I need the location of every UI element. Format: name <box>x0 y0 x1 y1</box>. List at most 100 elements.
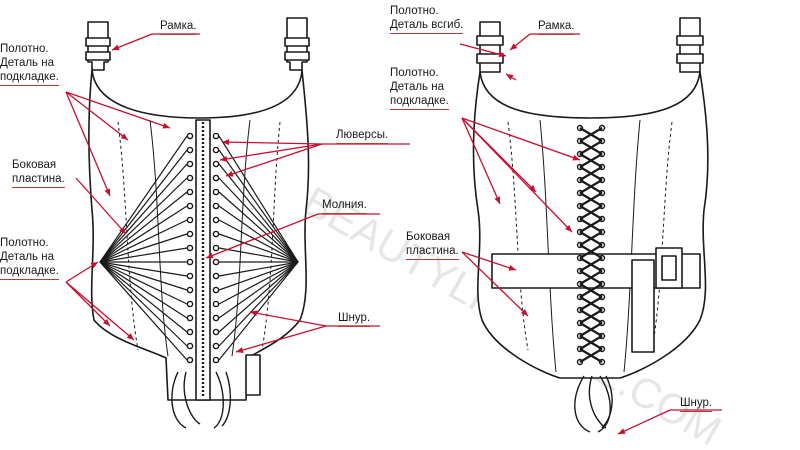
lace-strand <box>218 177 299 263</box>
lace-strand <box>99 261 188 277</box>
left-buckle-l <box>85 37 111 47</box>
lace-cross <box>579 296 603 311</box>
lace-strand <box>218 219 299 263</box>
arrowhead <box>104 188 111 196</box>
eyelet <box>186 300 194 308</box>
arrowhead <box>226 170 234 177</box>
label-left-side-panel: Боковая пластина. <box>12 158 65 188</box>
eyelet <box>212 272 220 280</box>
lace-strand <box>99 261 188 291</box>
lace-strand <box>99 261 188 333</box>
lace-strand <box>218 233 299 263</box>
lace-cross <box>579 283 603 298</box>
eyelet <box>186 146 194 154</box>
lace-cross <box>579 153 603 168</box>
eyelet <box>212 216 220 224</box>
label-left-fabric-top-1: Полотно. <box>0 43 49 55</box>
lace-strand <box>99 205 188 263</box>
lace-cross <box>579 348 603 363</box>
lace-strand <box>99 261 188 361</box>
label-left-zipper: Молния. <box>322 198 367 214</box>
label-right-side-panel: Боковая пластина. <box>406 230 459 260</box>
lace-cross <box>579 179 603 194</box>
right-strap-l <box>479 21 501 73</box>
arrowhead <box>572 154 580 161</box>
eyelet <box>186 174 194 182</box>
arrowhead <box>520 308 528 316</box>
lace-strand <box>218 149 299 263</box>
label-left-fabric-mid-1: Полотно. <box>0 237 49 249</box>
arrowhead <box>102 318 110 326</box>
label-right-fabric-lining-2: Деталь на <box>390 81 444 93</box>
arrowhead <box>222 139 230 146</box>
arrowhead <box>112 44 120 51</box>
label-left-frame: Рамка. <box>160 19 197 35</box>
label-left-frame-text: Рамка. <box>160 19 197 35</box>
arrowhead <box>206 252 214 259</box>
lace-strand <box>99 261 188 319</box>
lace-cross <box>579 192 603 207</box>
lace-cross <box>579 205 603 220</box>
lace-strand <box>218 261 299 361</box>
left-buckle-r <box>284 37 310 47</box>
label-right-side-panel-2: пластина. <box>406 244 459 260</box>
lace-strand <box>99 261 188 305</box>
label-left-fabric-top-3: подкладке. <box>0 70 59 86</box>
lace-strand <box>99 149 188 263</box>
label-left-eyelets-text: Люверсы. <box>336 128 389 144</box>
label-right-lace-text: Шнур. <box>680 396 713 412</box>
lace-strand <box>218 261 299 347</box>
arrowhead <box>506 74 514 81</box>
lace-strand <box>218 163 299 263</box>
eyelet <box>212 202 220 210</box>
label-left-fabric-mid: Полотно. Деталь на подкладке. <box>0 236 59 280</box>
lace-cross <box>579 309 603 324</box>
eyelet <box>212 342 220 350</box>
lace-strand <box>218 261 299 319</box>
eyelet <box>186 342 194 350</box>
label-left-side-panel-1: Боковая <box>12 159 57 171</box>
left-corset <box>85 17 310 401</box>
label-right-lace: Шнур. <box>680 396 713 412</box>
lace-strand <box>218 191 299 263</box>
arrowhead <box>119 226 126 234</box>
eyelet <box>212 356 220 364</box>
eyelet <box>186 314 194 322</box>
label-right-frame-text: Рамка. <box>538 19 575 35</box>
lace-cross <box>579 166 603 181</box>
eyelet <box>212 188 220 196</box>
arrowhead <box>618 428 626 434</box>
label-right-frame: Рамка. <box>538 19 575 35</box>
lace-strand <box>99 261 188 347</box>
lace-strand <box>99 247 188 263</box>
arrowhead <box>126 333 134 340</box>
lace-strand <box>218 247 299 263</box>
lace-strand <box>218 261 299 291</box>
lace-cross <box>579 218 603 233</box>
lace-strand <box>218 205 299 263</box>
left-zipper-tab <box>245 354 261 396</box>
eyelet <box>212 146 220 154</box>
lace-strand <box>99 135 188 263</box>
label-left-side-panel-2: пластина. <box>12 172 65 188</box>
eyelet <box>212 132 220 140</box>
label-right-fabric-fold-1: Полотно. <box>390 5 439 17</box>
left-buckle-r2 <box>284 51 310 61</box>
lace-strand <box>218 261 299 277</box>
arrowhead <box>494 196 500 204</box>
label-left-lace-text: Шнур. <box>338 311 371 327</box>
eyelet <box>186 132 194 140</box>
lace-strand <box>99 163 188 263</box>
right-buckle-l <box>476 35 504 46</box>
arrowhead <box>508 264 516 271</box>
arrowhead <box>220 155 228 162</box>
label-right-side-panel-1: Боковая <box>406 231 451 243</box>
eyelet <box>186 230 194 238</box>
label-left-zipper-text: Молния. <box>322 198 367 214</box>
right-corset <box>472 17 709 379</box>
lace-cross <box>579 140 603 155</box>
arrowhead <box>564 224 572 232</box>
arrowhead <box>498 51 506 58</box>
arrowhead <box>250 310 258 317</box>
eyelet <box>186 258 194 266</box>
